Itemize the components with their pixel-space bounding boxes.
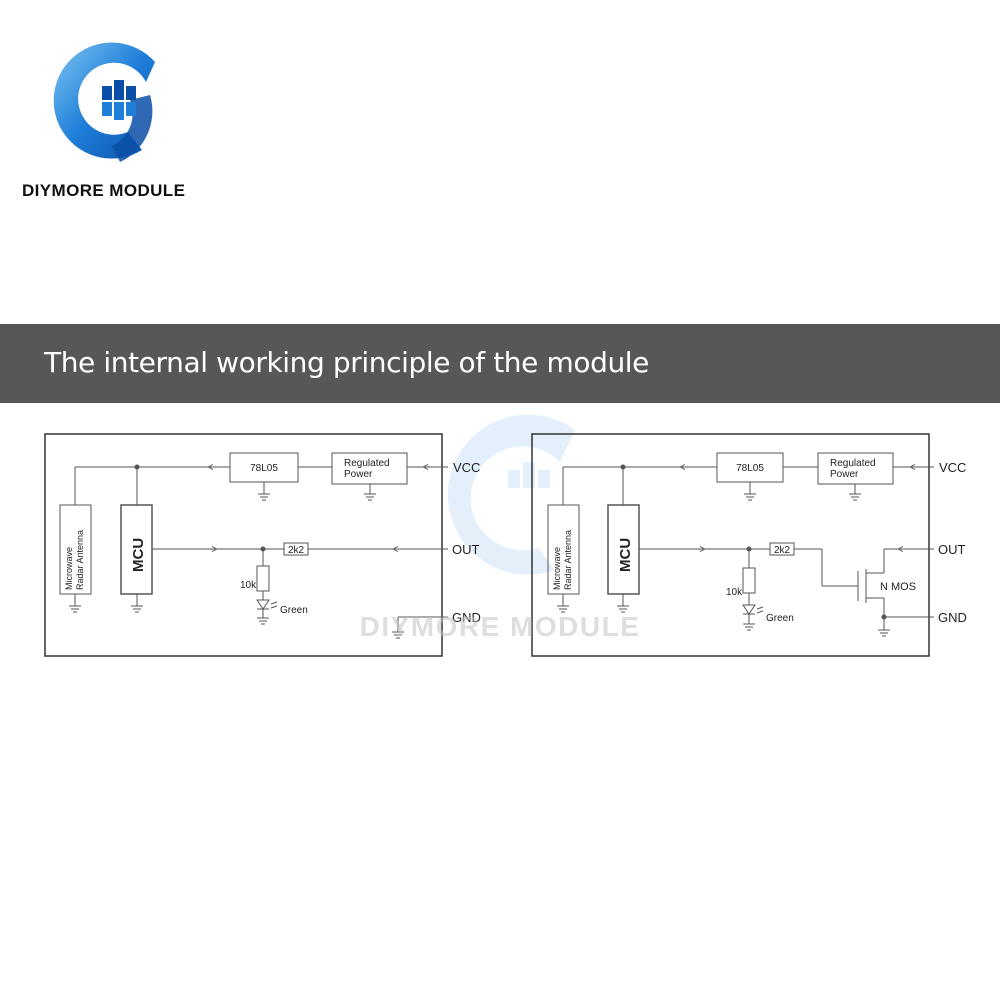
section-banner — [0, 324, 1000, 403]
brand-logo — [53, 42, 155, 162]
pin-vcc-label: VCC — [939, 460, 966, 475]
nmos-label: N MOS — [880, 581, 916, 593]
pin-gnd-label: GND — [938, 610, 967, 625]
circuit-basic — [44, 433, 448, 657]
nmos-transistor-icon — [857, 549, 885, 630]
antenna-label-line2: Radar Antenna — [75, 530, 85, 590]
watermark-text: DIYMORE MODULE — [360, 611, 641, 642]
regulated-power-label-line2: Power — [344, 469, 373, 480]
resistor-10k — [742, 567, 756, 594]
regulated-power-label-line1: Regulated — [344, 458, 390, 469]
mcu-label: MCU — [617, 538, 634, 572]
circuit-nmos — [531, 433, 934, 657]
regulator-label: 78L05 — [250, 463, 278, 474]
antenna-label-line1: Microwave — [64, 547, 74, 590]
led-label: Green — [766, 613, 794, 624]
resistor-10k — [256, 565, 270, 592]
watermark-logo-icon — [447, 414, 575, 575]
pin-out-label: OUT — [938, 542, 966, 557]
resistor-2k2-label: 2k2 — [288, 545, 305, 556]
regulated-power-label-line2: Power — [830, 469, 859, 480]
pin-gnd-label: GND — [452, 610, 481, 625]
regulated-power-label-line1: Regulated — [830, 458, 876, 469]
mcu-label: MCU — [130, 538, 147, 572]
antenna-label-line2: Radar Antenna — [563, 530, 573, 590]
resistor-10k-label: 10k — [240, 580, 257, 591]
logo-mark-icon — [53, 42, 155, 162]
resistor-2k2 — [283, 542, 309, 556]
brand-name: DIYMORE MODULE — [22, 181, 186, 200]
resistor-2k2-label: 2k2 — [774, 545, 791, 556]
led-icon — [742, 604, 756, 615]
section-title: The internal working principle of the mo… — [44, 346, 650, 379]
resistor-10k-label: 10k — [726, 587, 743, 598]
led-label: Green — [280, 605, 308, 616]
circuit-frame — [44, 433, 443, 657]
pin-out-label: OUT — [452, 542, 480, 557]
regulator-label: 78L05 — [736, 463, 764, 474]
led-icon — [256, 599, 270, 610]
circuit-frame — [531, 433, 930, 657]
antenna-label-line1: Microwave — [552, 547, 562, 590]
pin-vcc-label: VCC — [453, 460, 480, 475]
